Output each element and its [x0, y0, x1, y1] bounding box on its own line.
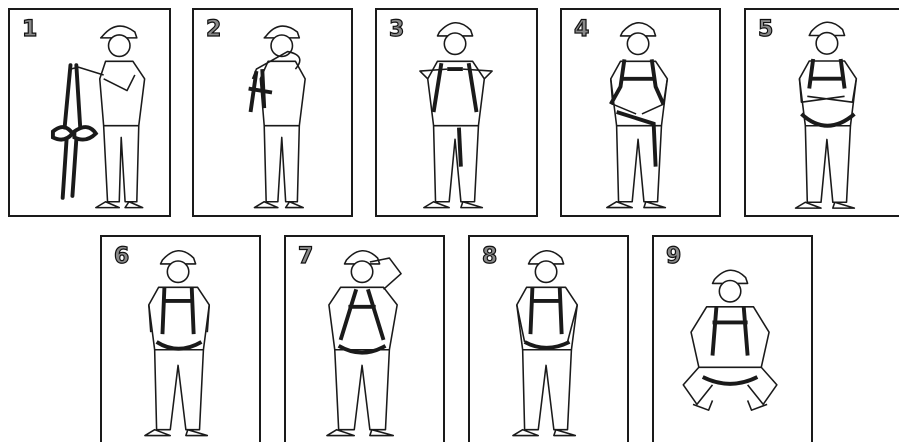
- step-panel-2: 2: [192, 8, 353, 217]
- step-panel-9: 9: [652, 235, 813, 442]
- step-panel-1: 1: [8, 8, 171, 217]
- step-panel-5: 5: [744, 8, 899, 217]
- worker-figure: [377, 10, 536, 215]
- step-panel-6: 6: [100, 235, 261, 442]
- worker-figure: [286, 237, 443, 442]
- worker-figure: [562, 10, 719, 215]
- worker-figure: [654, 237, 811, 442]
- step-panel-8: 8: [468, 235, 629, 442]
- harness-icon: [53, 65, 96, 198]
- step-panel-3: 3: [375, 8, 538, 217]
- worker-figure: [194, 10, 351, 215]
- step-panel-7: 7: [284, 235, 445, 442]
- worker-figure: [470, 237, 627, 442]
- step-panel-4: 4: [560, 8, 721, 217]
- worker-figure: [102, 237, 259, 442]
- worker-figure: [10, 10, 169, 215]
- worker-figure: [746, 10, 899, 215]
